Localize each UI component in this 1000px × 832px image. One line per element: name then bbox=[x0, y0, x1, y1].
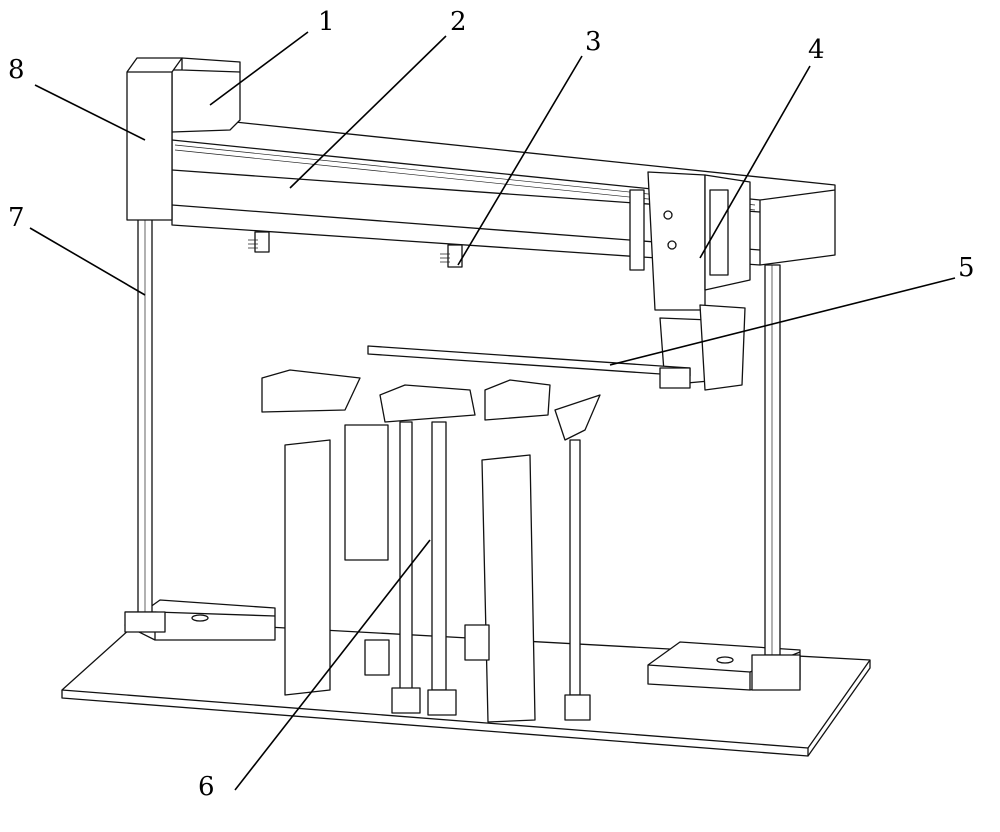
right-post bbox=[752, 265, 800, 690]
suction-rod bbox=[368, 346, 690, 388]
callout-5: 5 bbox=[958, 253, 975, 283]
callout-4: 4 bbox=[808, 35, 825, 65]
callout-3: 3 bbox=[585, 27, 602, 57]
callout-7: 7 bbox=[8, 203, 25, 233]
callout-8: 8 bbox=[8, 55, 25, 85]
callout-6: 6 bbox=[198, 772, 215, 802]
left-post bbox=[125, 218, 165, 632]
motor bbox=[172, 58, 240, 132]
callout-2: 2 bbox=[450, 7, 467, 37]
callout-1: 1 bbox=[318, 7, 335, 37]
